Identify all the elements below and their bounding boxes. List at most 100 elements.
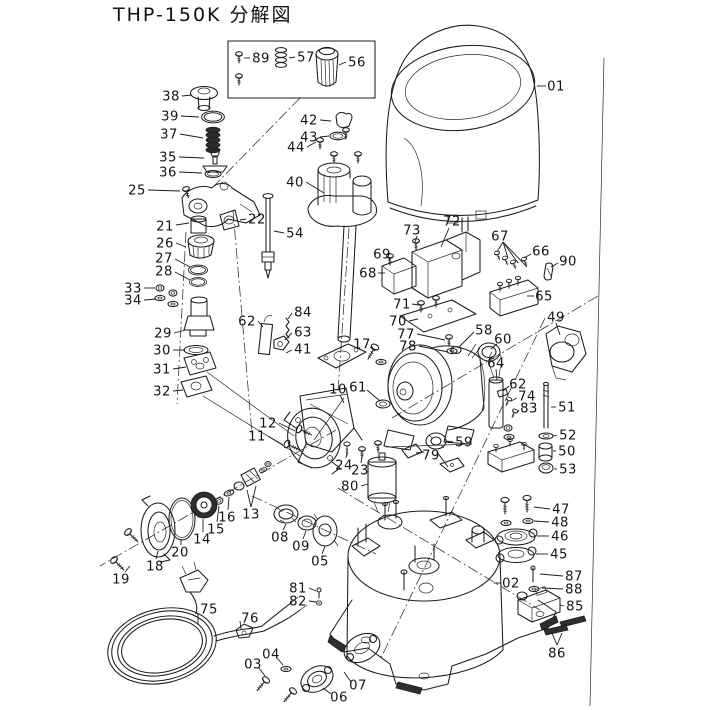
- rod-51-part: [542, 381, 550, 429]
- spring-57-part: [274, 47, 288, 68]
- leader-line-34: [143, 298, 157, 301]
- oring-20-part: [168, 497, 196, 541]
- leader-line-07: [343, 671, 352, 683]
- adapter-29-part: [183, 296, 215, 337]
- leader-line-36: [178, 171, 203, 174]
- leader-line-63: [284, 332, 293, 341]
- part-label-46: 46: [551, 530, 569, 545]
- pump-volute-parts: [282, 387, 397, 513]
- leader-line-21: [175, 222, 190, 226]
- part-label-58: 58: [475, 324, 493, 339]
- leader-line-12: [278, 422, 296, 432]
- leader-line-71: [411, 303, 420, 306]
- terminal-strip-part: [487, 438, 535, 473]
- part-label-88: 88: [565, 583, 583, 598]
- frame-10-part: [297, 387, 363, 469]
- page-title: THP-150K 分解図: [112, 4, 293, 26]
- leader-line-57: [288, 56, 296, 59]
- part-label-53: 53: [559, 463, 577, 478]
- part-label-61: 61: [349, 381, 367, 396]
- extra-leader-1: [502, 241, 519, 264]
- part-label-05: 05: [311, 555, 329, 570]
- ring-09-part: [297, 515, 317, 531]
- leader-line-80: [360, 483, 369, 487]
- part-label-83: 83: [520, 402, 538, 417]
- part-label-07: 07: [349, 679, 367, 694]
- bearing-59-part: [425, 432, 447, 450]
- leader-line-86: [556, 632, 563, 646]
- leader-line-48: [533, 520, 550, 523]
- inset-parts-box: [227, 40, 376, 99]
- terminal-65-part: [489, 275, 539, 317]
- part-label-39: 39: [161, 110, 179, 125]
- part-label-43: 43: [300, 131, 318, 146]
- extra-leader-2: [502, 241, 528, 268]
- part-label-37: 37: [160, 128, 178, 143]
- extra-leader-0: [502, 241, 509, 259]
- leader-line-32: [172, 389, 184, 392]
- part-label-60: 60: [494, 333, 512, 348]
- part-label-03: 03: [244, 658, 262, 673]
- part-label-84: 84: [294, 306, 312, 321]
- leader-line-29: [173, 329, 187, 334]
- part-label-57: 57: [297, 51, 315, 66]
- leader-line-62: [502, 385, 510, 392]
- leader-line-82: [308, 600, 317, 603]
- part-label-45: 45: [550, 548, 568, 563]
- leader-line-37: [179, 133, 204, 139]
- part-label-64: 64: [487, 357, 505, 372]
- leader-line-73: [414, 235, 418, 243]
- leader-line-27: [174, 258, 191, 268]
- leader-line-47: [533, 506, 551, 510]
- pressure-switch-85-part: [516, 586, 561, 623]
- part-label-16: 16: [218, 511, 236, 526]
- leader-line-78: [418, 345, 449, 353]
- part-label-26: 26: [156, 237, 174, 252]
- clamp-63-part: [273, 335, 290, 351]
- leader-line-38: [181, 94, 193, 97]
- leader-line-72: [440, 227, 450, 248]
- part-label-82: 82: [289, 595, 307, 610]
- leader-line-44: [306, 141, 317, 148]
- part-label-63: 63: [294, 326, 312, 341]
- gasket-07-part: [343, 632, 381, 664]
- part-label-36: 36: [159, 166, 177, 181]
- plate-31-part: [183, 351, 217, 376]
- impeller-chain-parts: [108, 461, 339, 574]
- part-label-48: 48: [551, 516, 569, 531]
- leader-line-35: [178, 156, 205, 159]
- power-cord-parts: [107, 561, 308, 685]
- leader-line-09: [302, 530, 307, 540]
- pump-cover-18-part: [140, 495, 176, 563]
- leader-line-39: [180, 115, 200, 118]
- leader-line-87: [539, 573, 564, 577]
- leader-line-64: [495, 368, 498, 381]
- part-label-79: 79: [422, 449, 440, 464]
- part-label-24: 24: [335, 459, 353, 474]
- bracket-49-part: [545, 325, 587, 381]
- leader-line-08: [282, 523, 287, 531]
- leader-line-54: [273, 230, 285, 234]
- part-label-28: 28: [155, 265, 173, 280]
- part-label-11: 11: [248, 430, 266, 445]
- part-label-85: 85: [566, 600, 584, 615]
- part-label-21: 21: [156, 220, 174, 235]
- leader-line-58: [458, 331, 475, 348]
- part-label-66: 66: [532, 245, 550, 260]
- leader-line-43: [319, 135, 330, 138]
- valve-chain-parts: [181, 85, 228, 200]
- part-label-56: 56: [348, 56, 366, 71]
- leader-line-22: [239, 218, 247, 221]
- capacitor-64-part: [488, 351, 504, 429]
- leader-line-67: [496, 241, 504, 253]
- part-label-01: 01: [547, 80, 565, 95]
- leader-line-13: [246, 489, 252, 508]
- motor-assembly: [364, 342, 504, 473]
- part-label-87: 87: [565, 570, 583, 585]
- part-label-70: 70: [389, 315, 407, 330]
- knurled-nut-26-part: [187, 234, 215, 259]
- leader-line-61: [366, 389, 381, 402]
- dipstick-54-part: [261, 193, 275, 279]
- foot-86-parts: [543, 615, 587, 636]
- plate-32-part: [180, 375, 213, 398]
